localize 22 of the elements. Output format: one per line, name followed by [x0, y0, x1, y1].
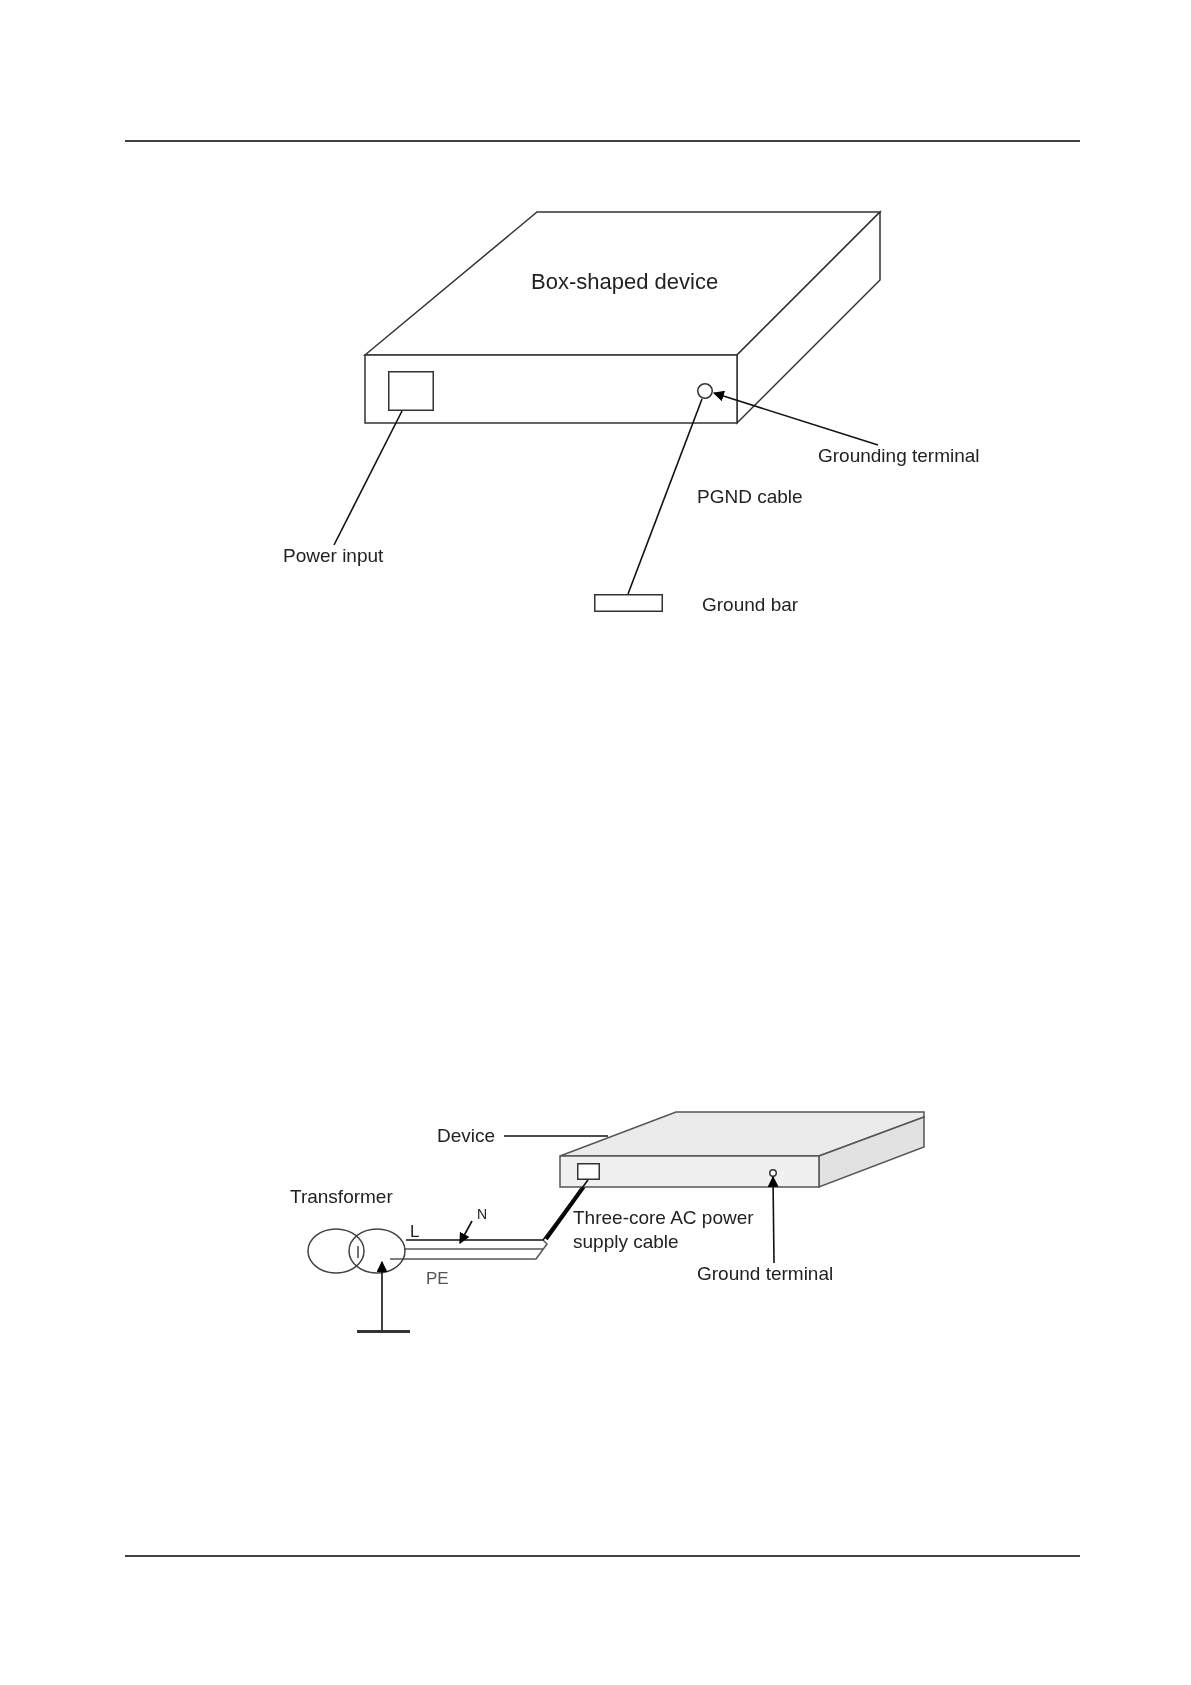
arrow — [767, 1175, 779, 1264]
annotation-label: L — [410, 1221, 420, 1243]
leader-line — [503, 1135, 609, 1137]
arrow — [376, 1260, 388, 1331]
leader-line — [405, 1179, 589, 1241]
callout-label: N — [477, 1205, 488, 1224]
callout-label: Ground terminal — [697, 1263, 834, 1285]
callout-label: Device — [437, 1125, 496, 1147]
callout-label: Power input — [283, 545, 384, 567]
box-device-drawing — [365, 211, 881, 424]
device-label: Box-shaped device — [531, 269, 719, 295]
part-label: Ground bar — [702, 594, 799, 616]
annotation-label: PE — [426, 1268, 449, 1290]
annotation-label: PGND cable — [697, 486, 803, 508]
annotation-label: Three-core AC power supply cable — [573, 1206, 755, 1254]
arrow — [459, 1220, 473, 1244]
arrow — [712, 390, 879, 446]
leader-line — [333, 410, 403, 546]
device-drawing — [560, 1111, 924, 1188]
part-label: Transformer — [290, 1186, 393, 1208]
callout-label: Grounding terminal — [818, 445, 980, 467]
leader-line — [627, 398, 703, 595]
